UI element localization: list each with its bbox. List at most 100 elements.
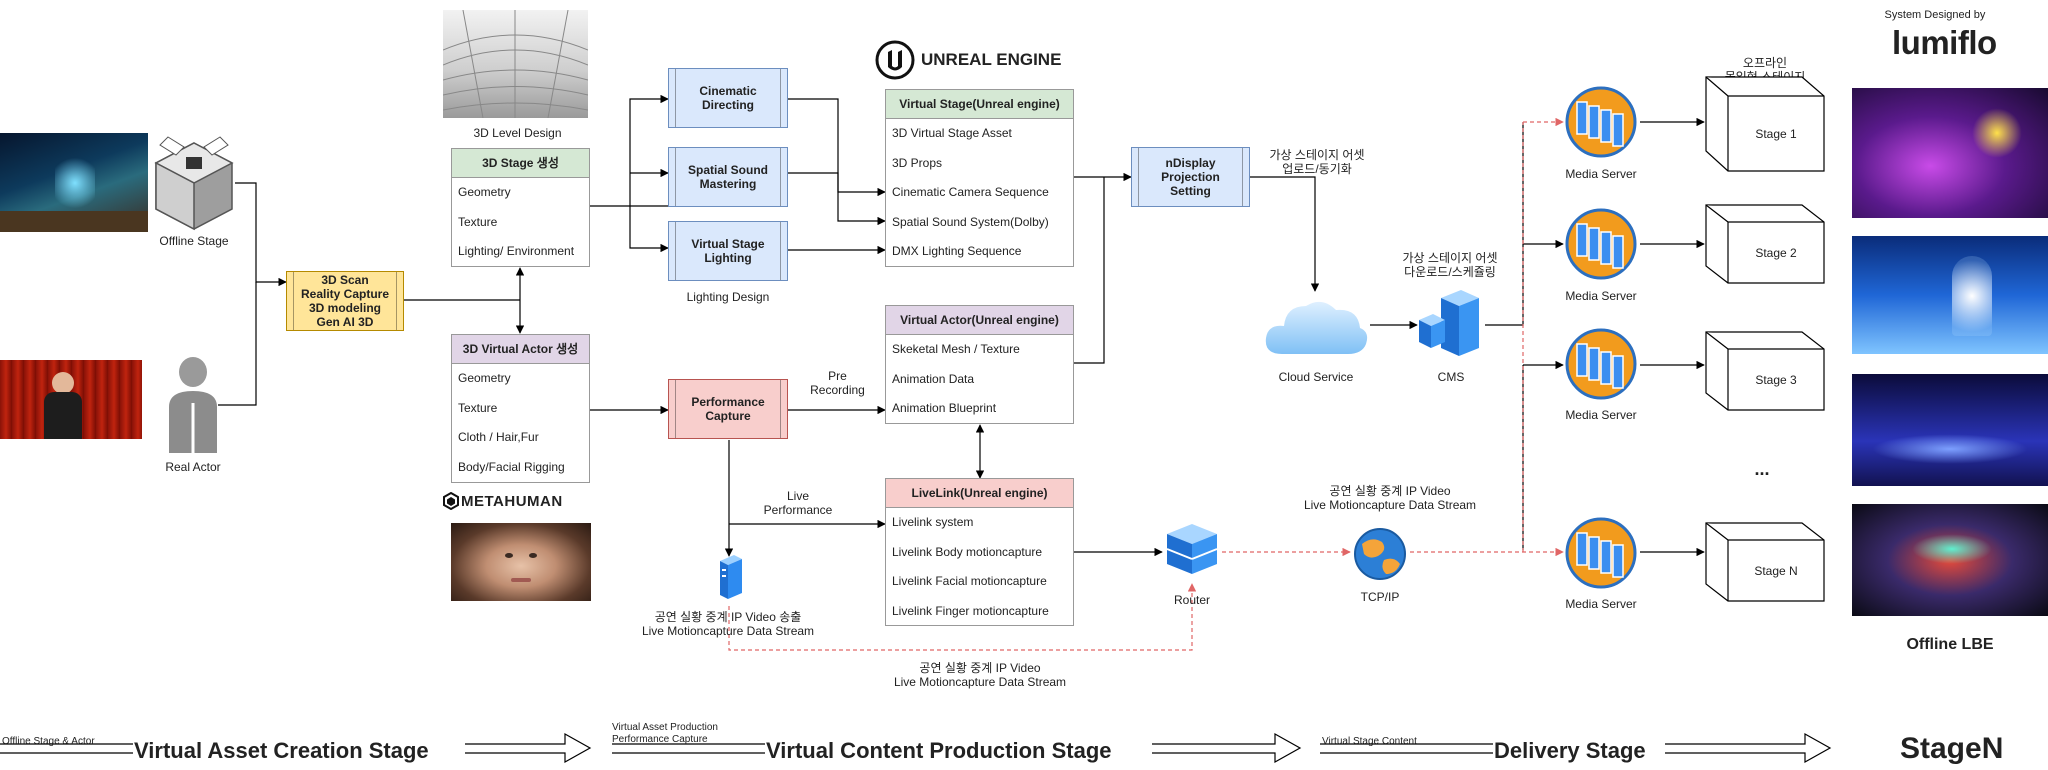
cube-icon (1705, 522, 1825, 602)
server-icon (720, 555, 742, 599)
lighting-design-label: Lighting Design (686, 290, 770, 304)
livelink-item: Livelink system (892, 515, 974, 529)
level-design-label: 3D Level Design (473, 126, 562, 140)
phase1-title: Virtual Asset Creation Stage (134, 738, 429, 763)
ndisplay-line-1: nDisplay (1165, 156, 1216, 170)
livelink-box[interactable]: LiveLink(Unreal engine) Livelink system … (885, 478, 1074, 626)
virtual-stage-item: 3D Virtual Stage Asset (892, 126, 1012, 140)
virtual-stage-box[interactable]: Virtual Stage(Unreal engine) 3D Virtual … (885, 89, 1074, 267)
performance-line-2: Capture (705, 409, 751, 423)
media-server-icon (1565, 86, 1637, 163)
stage-box-icon (154, 136, 234, 231)
actor-3d-title: 3D Virtual Actor 생성 (452, 335, 589, 364)
phase3-title: Delivery Stage (1494, 738, 1646, 763)
virtual-stage-item: Spatial Sound System(Dolby) (892, 214, 1049, 229)
real-actor-photo (0, 360, 142, 439)
actor-3d-item: Body/Facial Rigging (458, 459, 565, 474)
cube-icon (1705, 331, 1825, 411)
stage-n-title: StageN (1900, 732, 2004, 765)
livelink-item: Livelink Body motioncapture (892, 544, 1043, 559)
stage-3d-item: Lighting/ Environment (458, 244, 575, 258)
ndisplay-box[interactable]: nDisplay Projection Setting (1131, 147, 1250, 207)
real-actor-label: Real Actor (165, 460, 221, 474)
lbe-photo-3 (1852, 374, 2048, 486)
router-icon (1166, 524, 1218, 574)
actor-3d-item: Texture (458, 400, 498, 415)
phase1-small-label: Offline Stage & Actor (2, 736, 95, 747)
brand-logo: lumiflo (1892, 24, 1997, 61)
cloud-service-label: Cloud Service (1278, 370, 1354, 384)
scan-box[interactable]: 3D Scan Reality Capture 3D modeling Gen … (286, 271, 404, 331)
stage-3d-item: Geometry (458, 185, 511, 199)
phase1-arrow (465, 732, 592, 764)
cube-icon (1705, 204, 1825, 284)
media-server-label: Media Server (1565, 408, 1637, 422)
media-server-label: Media Server (1565, 167, 1637, 181)
virtual-actor-box[interactable]: Virtual Actor(Unreal engine) Skeketal Me… (885, 305, 1074, 424)
metahuman-face-photo (451, 523, 591, 601)
livelink-item: Livelink Finger motioncapture (892, 603, 1049, 618)
phase2-title: Virtual Content Production Stage (766, 738, 1112, 763)
actor-3d-item: Cloth / Hair,Fur (458, 430, 539, 444)
ndisplay-line-2: Projection (1161, 170, 1220, 184)
stage-cube[interactable]: Stage 2 (1705, 204, 1825, 284)
stage-cube[interactable]: Stage 1 (1705, 76, 1825, 172)
media-server-icon (1565, 328, 1637, 405)
cinematic-line-2: Directing (701, 98, 754, 112)
stage-3d-box[interactable]: 3D Stage 생성 Geometry Texture Lighting/ E… (451, 148, 590, 267)
cube-icon (1705, 76, 1825, 172)
tcpip-label: TCP/IP (1360, 590, 1400, 604)
spatial-line-2: Mastering (699, 177, 757, 191)
stage-3d-title: 3D Stage 생성 (452, 149, 589, 178)
designed-by-label: System Designed by (1884, 9, 1986, 21)
cinematic-line-1: Cinematic (699, 84, 757, 98)
media-server-icon (1565, 208, 1637, 285)
person-icon (169, 357, 217, 453)
metahuman-logo: METAHUMAN (443, 491, 562, 515)
cms-server-icon (1419, 290, 1479, 356)
metahuman-icon (443, 491, 459, 511)
virtual-stage-item: 3D Props (892, 155, 943, 170)
spatial-sound-box[interactable]: Spatial Sound Mastering (668, 147, 788, 207)
virtual-actor-item: Skeketal Mesh / Texture (892, 342, 1020, 356)
scan-line-1: 3D Scan (321, 273, 369, 287)
phase2-arrow (1152, 732, 1302, 764)
performance-line-1: Performance (691, 395, 765, 409)
cinematic-directing-box[interactable]: Cinematic Directing (668, 68, 788, 128)
scan-line-2: Reality Capture (300, 287, 390, 301)
level-design-render (443, 10, 588, 118)
virtual-stage-item: DMX Lighting Sequence (892, 244, 1022, 258)
more-stages-ellipsis: ... (1754, 459, 1770, 479)
unreal-icon (875, 40, 915, 80)
scan-line-4: Gen AI 3D (316, 315, 374, 329)
virtual-stage-title: Virtual Stage(Unreal engine) (886, 90, 1073, 119)
performance-capture-box[interactable]: Performance Capture (668, 379, 788, 439)
stage-lighting-box[interactable]: Virtual Stage Lighting (668, 221, 788, 281)
virtual-stage-item: Cinematic Camera Sequence (892, 185, 1049, 199)
offline-stage-label: Offline Stage (159, 234, 229, 248)
media-server-label: Media Server (1565, 289, 1637, 303)
media-server-icon (1565, 517, 1637, 594)
lbe-photo-4 (1852, 504, 2048, 616)
livelink-title: LiveLink(Unreal engine) (886, 479, 1073, 508)
cloud-icon (1265, 301, 1368, 354)
virtual-actor-title: Virtual Actor(Unreal engine) (886, 306, 1073, 335)
virtual-actor-item: Animation Data (892, 371, 975, 386)
stage-3d-item: Texture (458, 214, 498, 229)
phase3-small-label: Virtual Stage Content (1322, 736, 1417, 747)
lbe-photo-2 (1852, 236, 2048, 354)
actor-3d-box[interactable]: 3D Virtual Actor 생성 Geometry Texture Clo… (451, 334, 590, 483)
actor-3d-item: Geometry (458, 371, 511, 385)
stage-cube[interactable]: Stage 3 (1705, 331, 1825, 411)
media-server-label: Media Server (1565, 597, 1637, 611)
stage-cube[interactable]: Stage N (1705, 522, 1825, 602)
unreal-engine-logo: UNREAL ENGINE (875, 40, 1061, 85)
globe-icon (1354, 528, 1406, 580)
